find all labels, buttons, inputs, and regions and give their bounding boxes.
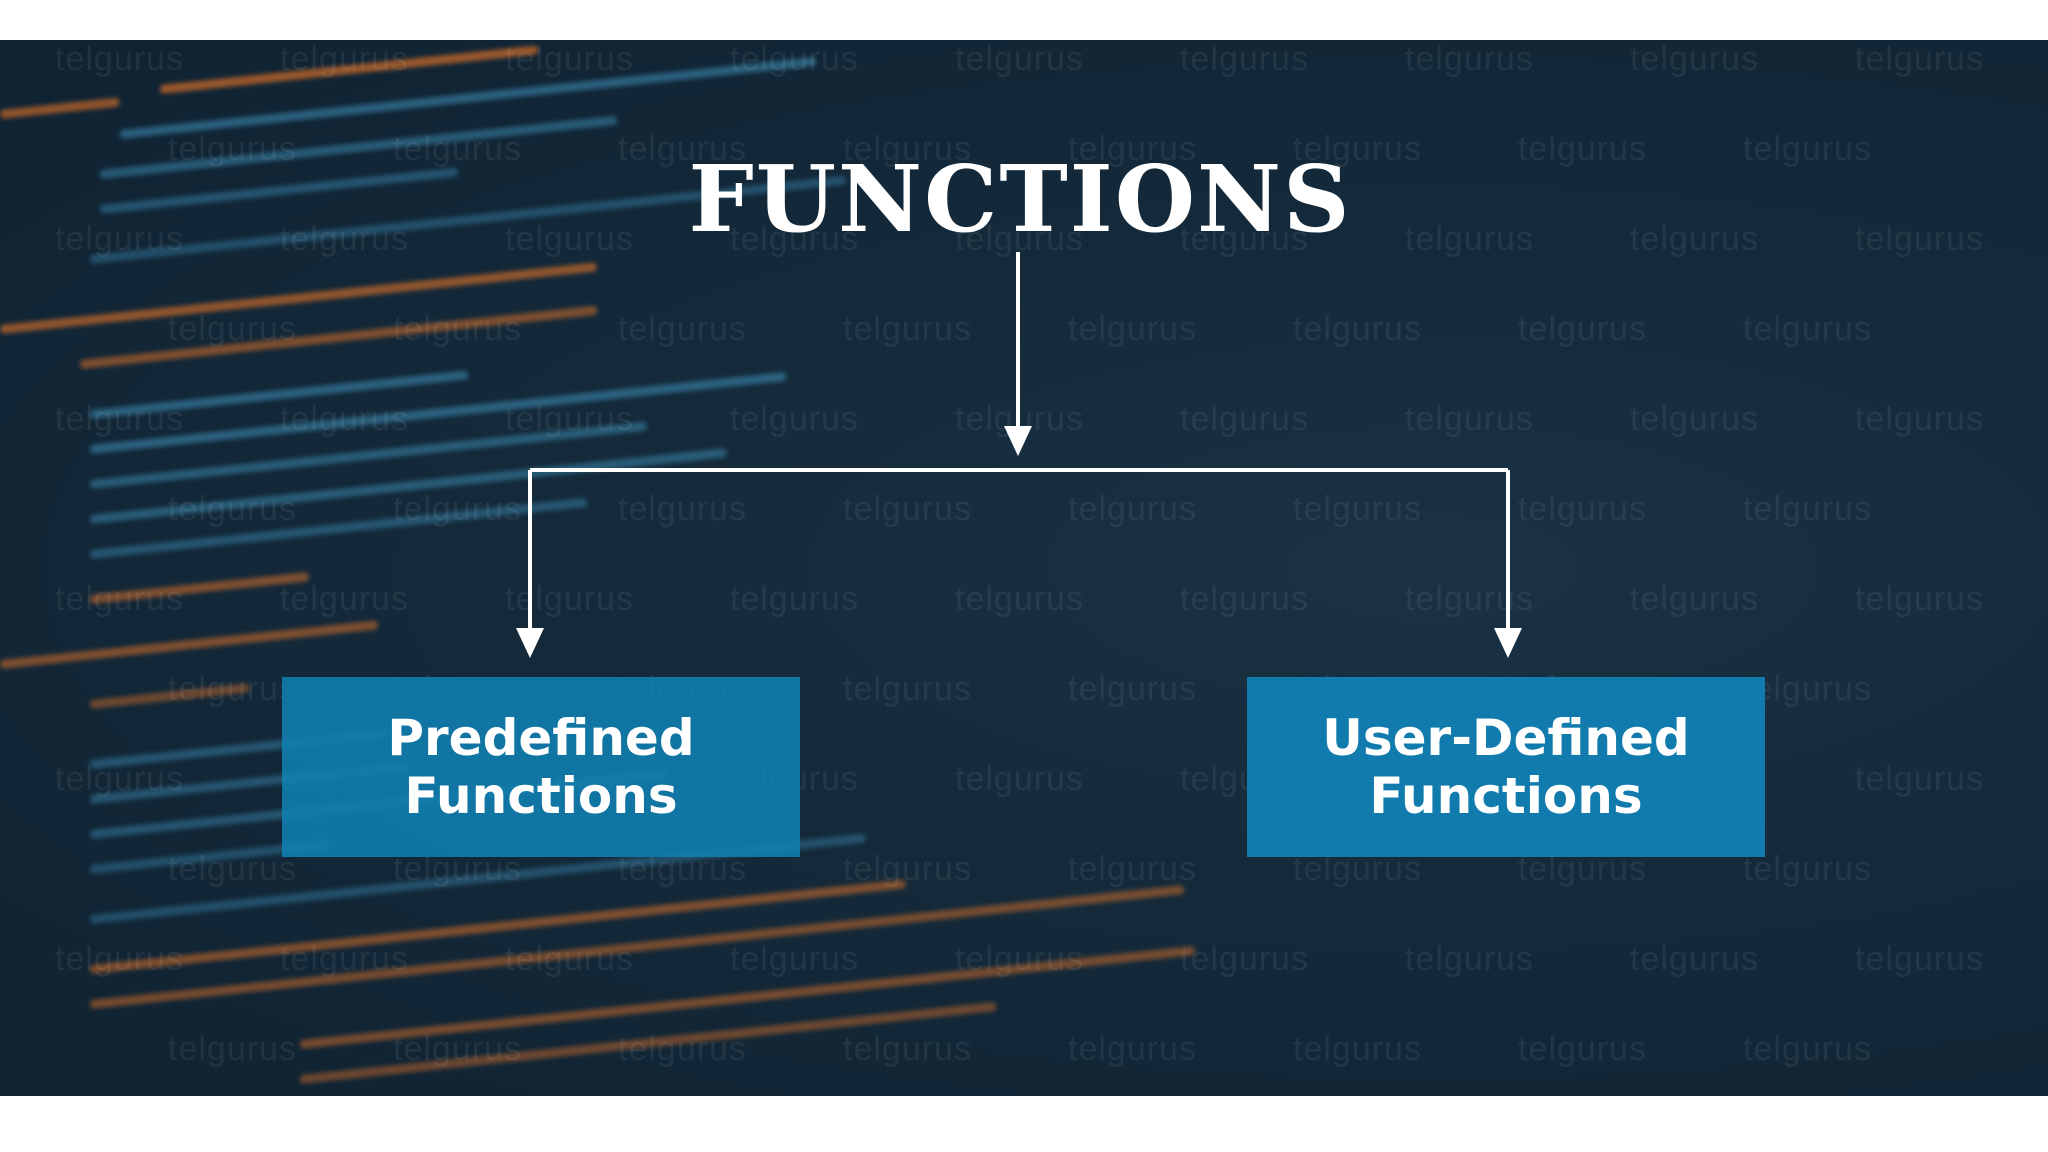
left-branch-arrowhead xyxy=(516,628,544,658)
diagram-title: FUNCTIONS xyxy=(688,145,1352,253)
root-arrowhead xyxy=(1004,426,1032,456)
user-defined-functions-box: User-Defined Functions xyxy=(1247,677,1765,857)
right-branch-arrowhead xyxy=(1494,628,1522,658)
box-label-line1: User-Defined xyxy=(1322,709,1690,767)
box-label-line2: Functions xyxy=(1369,767,1643,825)
diagram-connectors xyxy=(516,252,1522,658)
predefined-functions-box: Predefined Functions xyxy=(282,677,800,857)
box-label-line2: Functions xyxy=(404,767,678,825)
box-label-line1: Predefined xyxy=(387,709,695,767)
